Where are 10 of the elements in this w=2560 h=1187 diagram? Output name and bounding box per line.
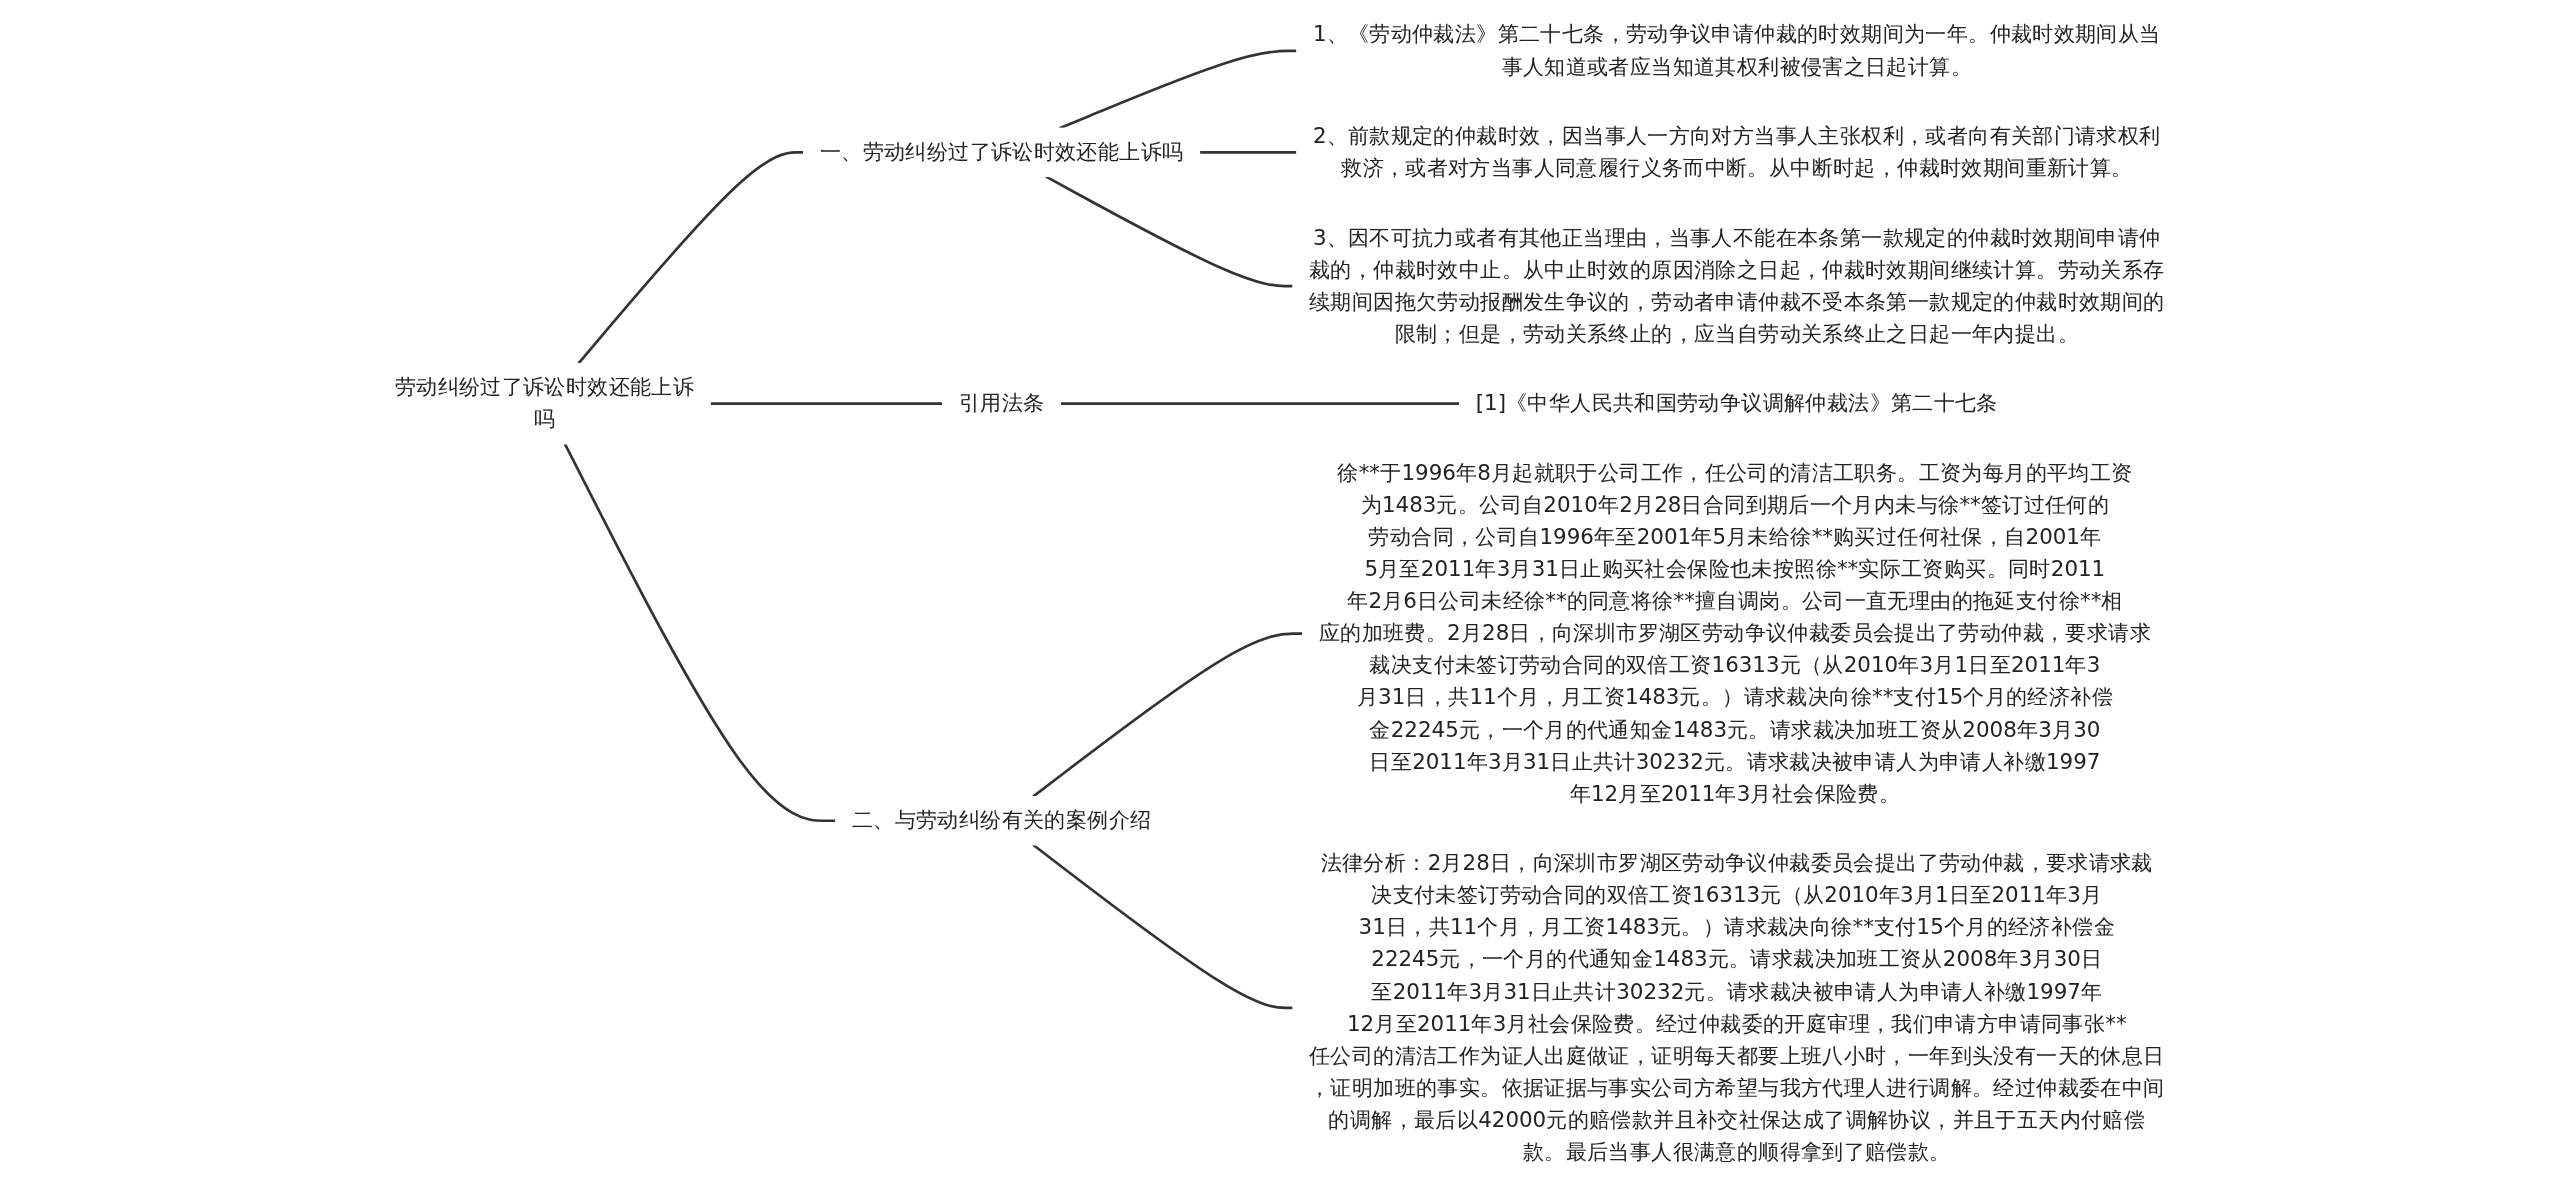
- connector-line: [710, 402, 944, 405]
- connector-line: [564, 443, 837, 823]
- connector-line: [1032, 632, 1304, 798]
- connector-line: [1059, 49, 1298, 130]
- connector-line: [1045, 175, 1294, 288]
- branch-topic: 一、劳动纠纷过了诉讼时效还能上诉吗: [803, 127, 1201, 178]
- connector-line: [1032, 843, 1294, 1010]
- connector-line: [577, 151, 805, 365]
- connector-line: [1199, 151, 1298, 154]
- connector-line: [1060, 402, 1460, 405]
